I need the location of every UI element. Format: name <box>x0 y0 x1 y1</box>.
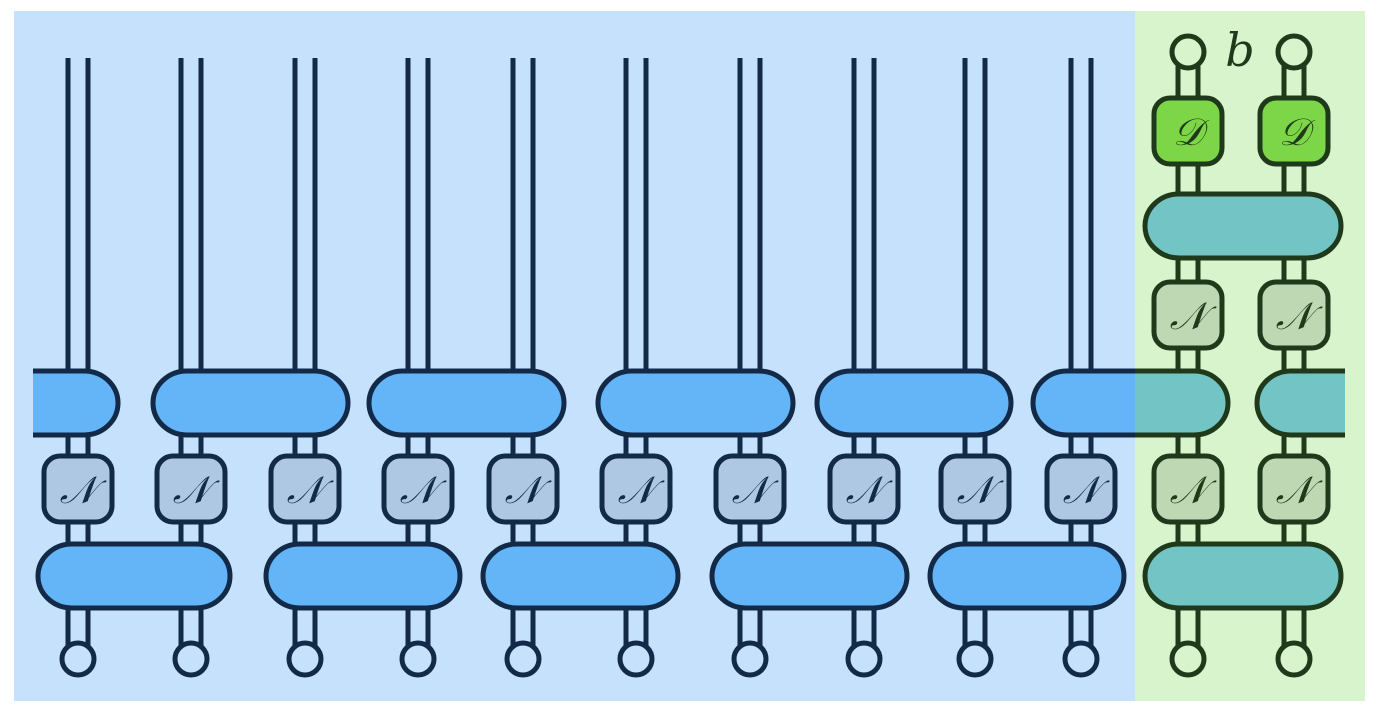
noise-box-2: 𝒩 <box>268 453 342 525</box>
input-circle-5 <box>617 640 655 678</box>
noise-box-8-box <box>938 453 1012 525</box>
mid-gate-boundary-left <box>1030 368 1135 438</box>
noise-box-3-box <box>381 453 455 525</box>
noise-box-4: 𝒩 <box>486 453 560 525</box>
input-circle-right-0 <box>1169 640 1207 678</box>
noise-box-7: 𝒩 <box>827 453 901 525</box>
mid-gate-boundary-right <box>1135 368 1231 438</box>
top-gate-row <box>33 368 1345 438</box>
noise-box-6-box <box>713 453 787 525</box>
output-circle-right-1 <box>1275 33 1313 71</box>
noise-box-0: 𝒩 <box>41 453 115 525</box>
noise-box-right-0-box <box>1151 453 1225 525</box>
noise-box-5: 𝒩 <box>599 453 673 525</box>
input-circle-7 <box>845 640 883 678</box>
mid-gate-1 <box>150 368 351 438</box>
terminal-circles <box>59 33 1313 678</box>
noise-box-8: 𝒩 <box>938 453 1012 525</box>
noise-box-right-0: 𝒩 <box>1151 453 1225 525</box>
upper-noise-box-0: 𝒩 <box>1151 279 1225 351</box>
input-circle-2 <box>286 640 324 678</box>
noise-box-right-1: 𝒩 <box>1257 453 1331 525</box>
input-circle-0 <box>59 640 97 678</box>
noise-box-5-box <box>599 453 673 525</box>
noise-box-9-box <box>1044 453 1118 525</box>
mid-gate-3 <box>595 368 796 438</box>
mid-gate-0 <box>33 368 121 438</box>
input-circle-1 <box>172 640 210 678</box>
input-circle-6 <box>731 640 769 678</box>
noise-box-right-1-box <box>1257 453 1331 525</box>
input-circle-3 <box>399 640 437 678</box>
decoder-box-0-box <box>1151 95 1225 167</box>
upper-noise-box-0-box <box>1151 279 1225 351</box>
mid-gate-2 <box>366 368 567 438</box>
noise-box-1-box <box>154 453 228 525</box>
noise-box-2-box <box>268 453 342 525</box>
noise-box-9: 𝒩 <box>1044 453 1118 525</box>
input-circle-right-1 <box>1275 640 1313 678</box>
mid-gate-right-edge <box>1254 368 1345 438</box>
bottom-gate-2 <box>480 541 681 611</box>
bottom-gate-1 <box>263 541 463 611</box>
input-circle-4 <box>504 640 542 678</box>
input-circle-8 <box>956 640 994 678</box>
noise-box-1: 𝒩 <box>154 453 228 525</box>
decoder-box-1: 𝒟 <box>1257 95 1331 167</box>
bottom-gate-row <box>35 541 1344 611</box>
bottom-gate-4 <box>927 541 1127 611</box>
decoder-box-0: 𝒟 <box>1151 95 1225 167</box>
mid-gate-4 <box>814 368 1014 438</box>
region-label: b <box>1225 23 1254 77</box>
bottom-gate-right <box>1142 541 1344 611</box>
noise-box-4-box <box>486 453 560 525</box>
upper-noise-box-1: 𝒩 <box>1257 279 1331 351</box>
input-circle-9 <box>1062 640 1100 678</box>
upper-gate-right <box>1142 191 1344 261</box>
bottom-gate-0 <box>35 541 233 611</box>
noise-box-3: 𝒩 <box>381 453 455 525</box>
bottom-gate-3 <box>709 541 910 611</box>
upper-noise-box-1-box <box>1257 279 1331 351</box>
decoder-box-1-box <box>1257 95 1331 167</box>
noise-box-7-box <box>827 453 901 525</box>
noise-box-6: 𝒩 <box>713 453 787 525</box>
noise-box-0-box <box>41 453 115 525</box>
output-circle-right-0 <box>1169 33 1207 71</box>
